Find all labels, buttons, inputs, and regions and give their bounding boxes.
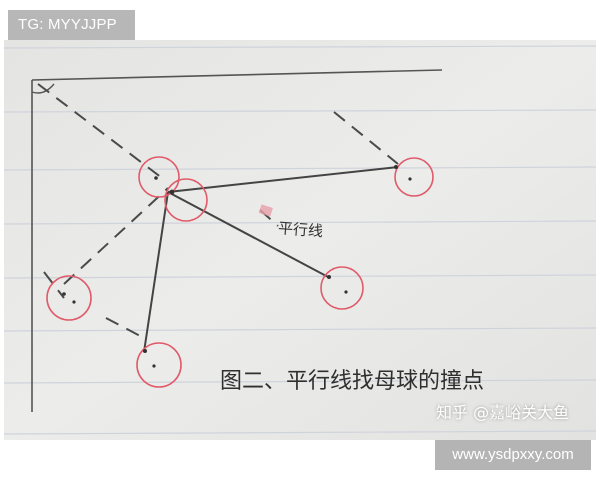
target-ball-right (394, 157, 434, 197)
pink-marker (258, 204, 273, 217)
website-url-badge: www.ysdpxxy.com (435, 440, 591, 470)
solid-path-lines (143, 166, 399, 353)
paper-background (4, 40, 596, 440)
figure-caption: 图二、平行线找母球的撞点 (220, 369, 484, 394)
ball-group (46, 156, 434, 388)
parallel-line-label: 平行线 (277, 219, 323, 240)
ruled-lines (4, 45, 596, 435)
target-ball-left (46, 275, 92, 321)
notebook-sketch: 平行线 图二、平行线找母球的撞点 (4, 40, 596, 440)
cue-ball-contact (164, 178, 208, 222)
corner-pocket-arc (31, 83, 55, 94)
zhihu-credit-watermark: 知乎 @嘉峪关大鱼 (436, 403, 570, 422)
table-cushion-lines (31, 69, 443, 412)
notebook-photo: 平行线 图二、平行线找母球的撞点 (4, 40, 596, 440)
ball-center-dots (62, 165, 412, 368)
target-ball-lower-right (320, 266, 364, 310)
target-ball-bottom (136, 342, 182, 388)
telegram-tag-badge: TG: MYYJJPP (8, 10, 135, 40)
ghost-ball-1 (138, 156, 180, 198)
